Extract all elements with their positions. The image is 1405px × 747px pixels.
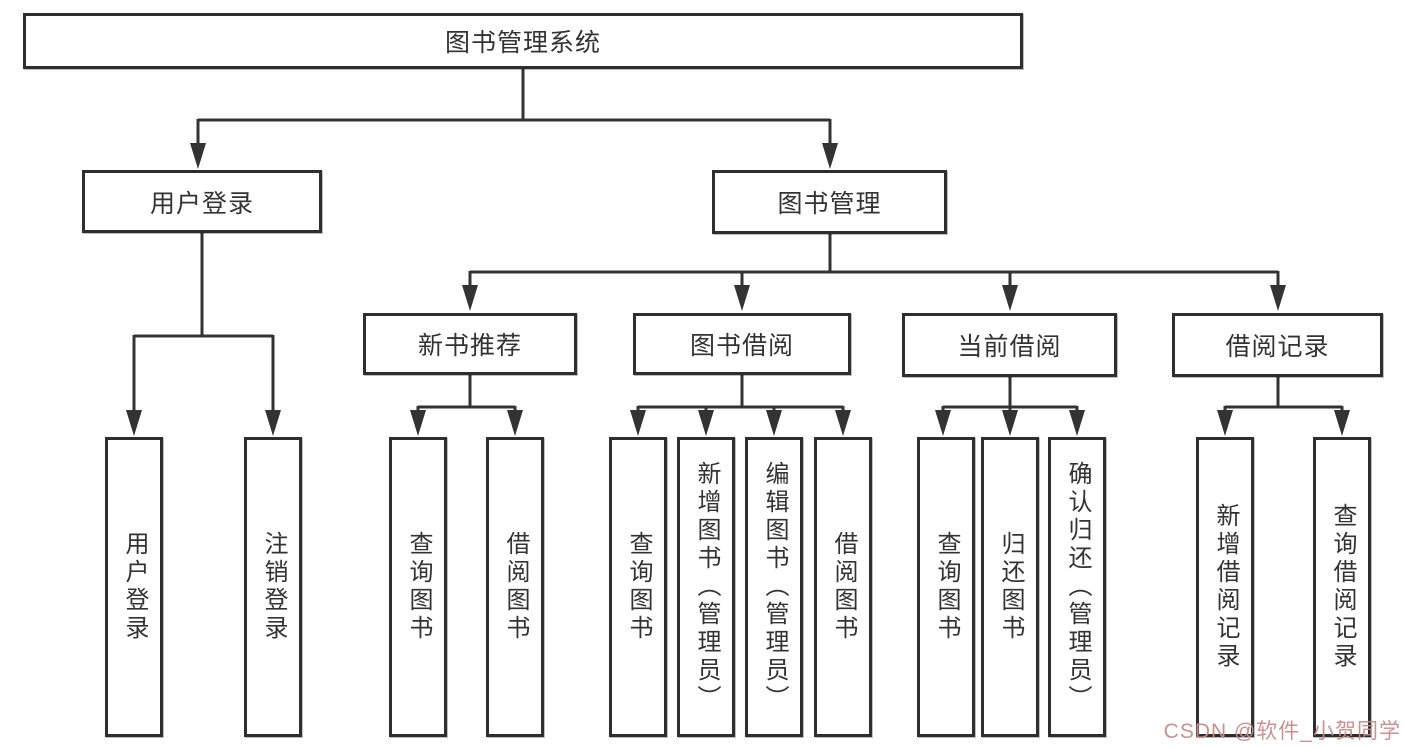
leaf-query-book-3: 查询图书 [917,437,975,737]
node-borrow-records: 借阅记录 [1172,313,1383,377]
node-book-borrow: 图书借阅 [633,313,851,375]
leaf-logout: 注销登录 [244,437,302,737]
leaf-query-book-2: 查询图书 [609,437,667,737]
csdn-watermark: CSDN @软件_小贺同学 [1163,720,1401,743]
leaf-add-borrow-record: 新增借阅记录 [1196,437,1254,737]
leaf-add-book-admin: 新增图书（管理员） [677,437,735,737]
node-current-borrow: 当前借阅 [902,313,1117,377]
node-user-login: 用户登录 [82,170,322,233]
leaf-user-login: 用户登录 [105,437,163,737]
leaf-query-book-1: 查询图书 [389,437,447,737]
node-book-management: 图书管理 [712,170,947,234]
node-new-book-recommend: 新书推荐 [363,313,577,375]
arrowhead-group [126,143,1350,436]
leaf-confirm-return-admin: 确认归还（管理员） [1048,437,1106,737]
leaf-query-borrow-record: 查询借阅记录 [1313,437,1371,737]
node-root-system: 图书管理系统 [23,13,1023,69]
leaf-return-book: 归还图书 [981,437,1039,737]
leaf-borrow-book-2: 借阅图书 [814,437,872,737]
leaf-borrow-book-1: 借阅图书 [486,437,544,737]
leaf-edit-book-admin: 编辑图书（管理员） [745,437,803,737]
